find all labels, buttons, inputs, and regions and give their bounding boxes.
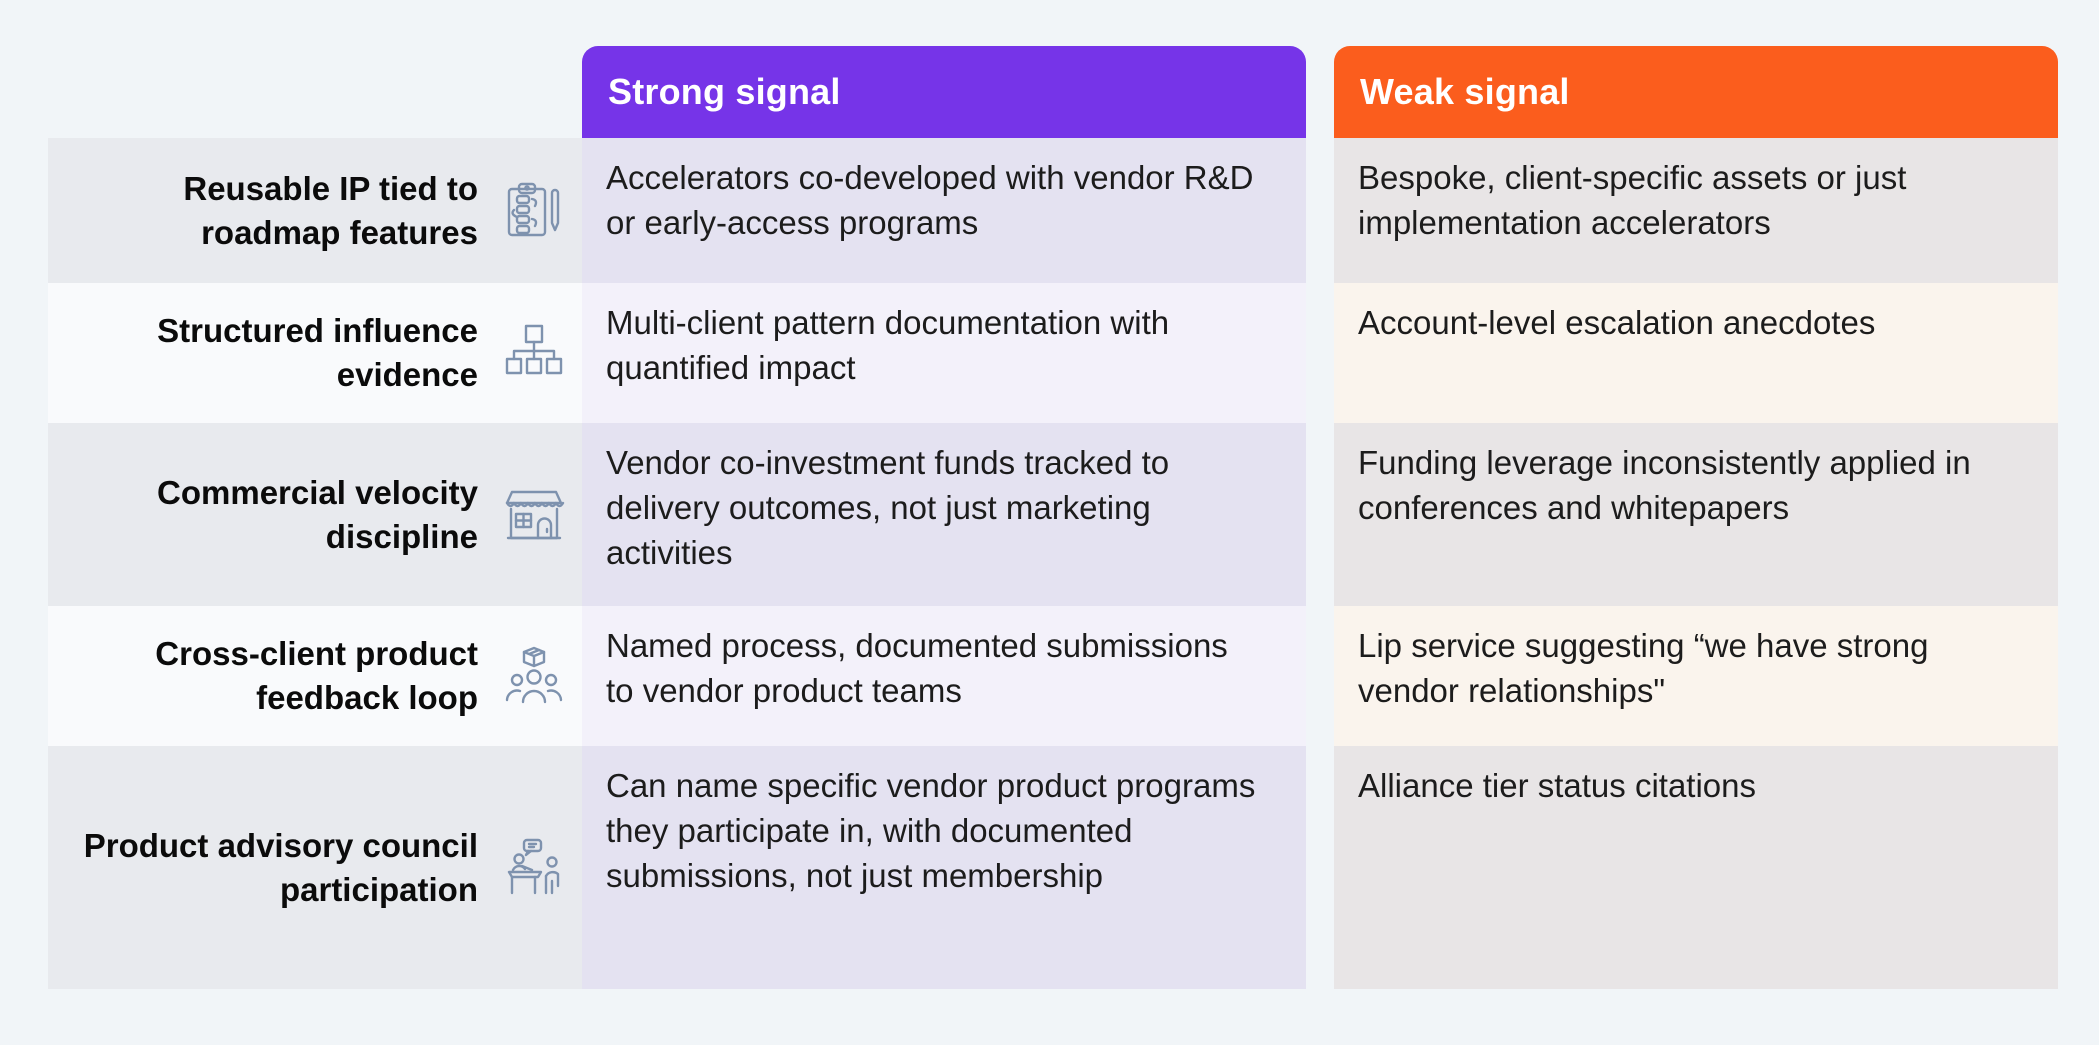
row-label-cell: Commercial velocity discipline	[48, 423, 582, 606]
column-header-weak-signal: Weak signal	[1334, 46, 2058, 138]
strong-signal-text: Multi-client pattern documentation with …	[606, 304, 1170, 387]
weak-signal-text: Account-level escalation anecdotes	[1358, 304, 1876, 341]
header-spacer	[48, 46, 582, 138]
group-package-icon	[505, 646, 563, 704]
advisory-meeting-icon	[507, 838, 560, 894]
clipboard-checklist-pencil-icon	[507, 182, 560, 236]
strong-signal-cell: Accelerators co-developed with vendor R&…	[582, 138, 1306, 283]
row-label: Structured influence evidence	[157, 312, 478, 393]
weak-signal-cell: Alliance tier status citations	[1334, 746, 2058, 989]
weak-signal-cell: Funding leverage inconsistently applied …	[1334, 423, 2058, 606]
table-row: Reusable IP tied to roadmap features Acc…	[48, 138, 2058, 283]
weak-signal-text: Bespoke, client-specific assets or just …	[1358, 159, 1907, 242]
row-label: Reusable IP tied to roadmap features	[183, 169, 478, 251]
row-label: Commercial velocity discipline	[157, 473, 478, 555]
strong-signal-text: Accelerators co-developed with vendor R&…	[606, 159, 1254, 242]
weak-signal-text: Funding leverage inconsistently applied …	[1358, 444, 1971, 527]
row-label-cell: Reusable IP tied to roadmap features	[48, 138, 582, 283]
row-label: Cross-client product feedback loop	[155, 635, 478, 716]
strong-signal-cell: Can name specific vendor product program…	[582, 746, 1306, 989]
row-icon	[502, 321, 566, 385]
table-row: Structured influence evidence Multi-clie…	[48, 283, 2058, 423]
hierarchy-icon	[505, 324, 563, 375]
strong-signal-text: Can name specific vendor product program…	[606, 767, 1256, 895]
weak-signal-cell: Bespoke, client-specific assets or just …	[1334, 138, 2058, 283]
strong-signal-cell: Named process, documented submissions to…	[582, 606, 1306, 746]
weak-signal-cell: Lip service suggesting “we have strong v…	[1334, 606, 2058, 746]
row-label: Product advisory council participation	[83, 826, 478, 908]
storefront-icon	[505, 490, 565, 539]
column-header-label: Weak signal	[1360, 71, 1570, 112]
row-icon	[502, 179, 566, 243]
column-header-strong-signal: Strong signal	[582, 46, 1306, 138]
comparison-table: Strong signal Weak signal Reusable IP ti…	[48, 46, 2058, 989]
table-row: Product advisory council participation C…	[48, 746, 2058, 989]
row-label-cell: Product advisory council participation	[48, 746, 582, 989]
row-icon	[502, 836, 566, 900]
row-label-cell: Structured influence evidence	[48, 283, 582, 423]
column-header-label: Strong signal	[608, 71, 841, 112]
table-row: Commercial velocity discipline Vendor co…	[48, 423, 2058, 606]
row-icon	[502, 644, 566, 708]
strong-signal-text: Vendor co-investment funds tracked to de…	[606, 444, 1170, 572]
table-row: Cross-client product feedback loop Named…	[48, 606, 2058, 746]
row-icon	[502, 483, 566, 547]
strong-signal-text: Named process, documented submissions to…	[606, 627, 1228, 710]
weak-signal-text: Lip service suggesting “we have strong v…	[1358, 627, 1929, 710]
row-label-cell: Cross-client product feedback loop	[48, 606, 582, 746]
strong-signal-cell: Vendor co-investment funds tracked to de…	[582, 423, 1306, 606]
table-header-row: Strong signal Weak signal	[48, 46, 2058, 138]
strong-signal-cell: Multi-client pattern documentation with …	[582, 283, 1306, 423]
weak-signal-cell: Account-level escalation anecdotes	[1334, 283, 2058, 423]
weak-signal-text: Alliance tier status citations	[1358, 767, 1757, 804]
table-body: Reusable IP tied to roadmap features Acc…	[48, 138, 2058, 989]
